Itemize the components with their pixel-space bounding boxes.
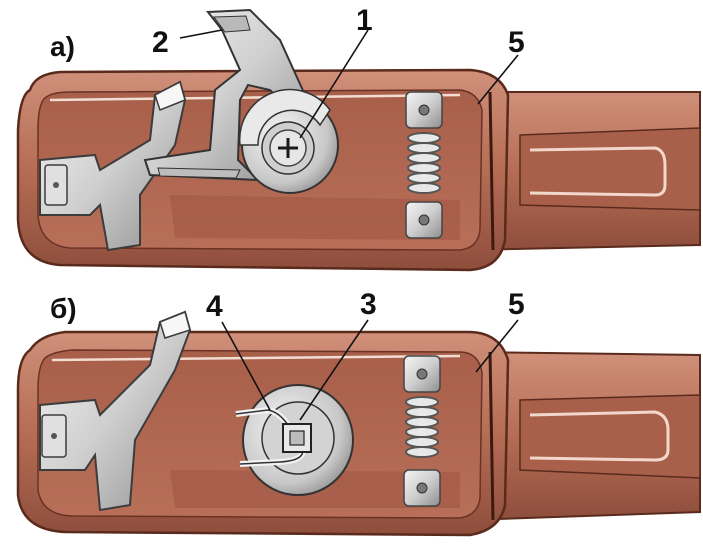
- panel-b: б) 4 3 5: [16, 288, 701, 537]
- panel-label-b: б): [50, 293, 77, 324]
- callout-2: 2: [152, 26, 169, 59]
- handle-body-b: [469, 350, 701, 522]
- panel-label-a: а): [50, 31, 75, 62]
- lever-part-2: [143, 8, 307, 182]
- lock-bracket-b: [39, 310, 192, 512]
- leader-lines-b: [221, 319, 519, 421]
- lock-bracket-a: [39, 80, 187, 252]
- cam-assembly-parts-3-4: [235, 384, 354, 496]
- callout-3: 3: [360, 288, 377, 321]
- spring-assembly-b: [403, 355, 441, 507]
- cam-disc-part-1: [238, 88, 339, 194]
- callout-5-a: 5: [508, 26, 525, 59]
- spring-assembly-a: [405, 91, 443, 239]
- leader-lines-a: [179, 29, 519, 139]
- callout-1: 1: [356, 4, 373, 37]
- handle-body-a: [469, 91, 701, 252]
- callout-5-b: 5: [508, 288, 525, 321]
- callout-4: 4: [206, 290, 223, 323]
- panel-a: а) 1 2 5: [16, 4, 701, 272]
